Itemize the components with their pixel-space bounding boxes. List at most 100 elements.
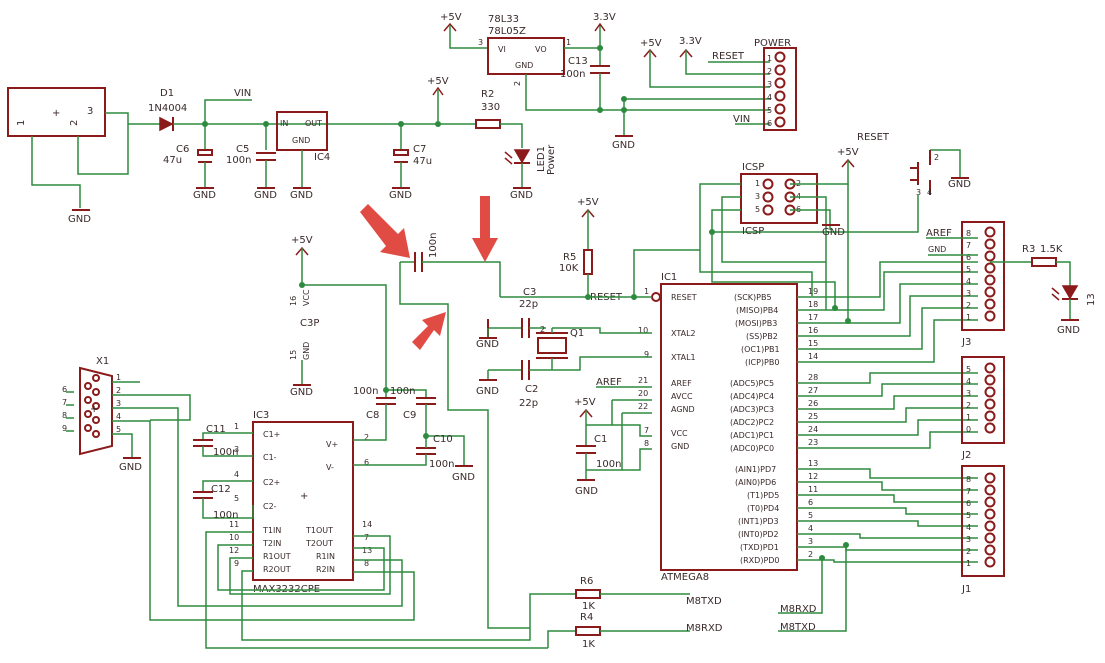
ic3-max3232: C1+ C1- C2+ C2- V+ V- T1IN T2IN R1OUT R2… — [252, 421, 354, 581]
gnd-label: GND — [254, 190, 277, 201]
svg-text:9: 9 — [62, 424, 67, 433]
ic3-r1out-pin: R1OUT — [263, 552, 291, 561]
gnd-label: GND — [452, 472, 475, 483]
svg-text:3: 3 — [478, 38, 483, 47]
svg-text:2: 2 — [116, 386, 121, 395]
aref-label: AREF — [926, 228, 952, 239]
c8-val: 100n — [353, 386, 378, 397]
svg-text:8: 8 — [644, 439, 649, 448]
j2-label: J2 — [961, 450, 971, 461]
dc-jack: + 1 2 3 — [7, 87, 106, 137]
pin15-label: 15 — [289, 350, 298, 360]
annotation-arrow-1 — [360, 204, 410, 258]
svg-text:22: 22 — [638, 402, 648, 411]
pc3-pin: (ADC3)PC3 — [730, 405, 774, 414]
svg-text:14: 14 — [808, 352, 818, 361]
svg-text:5: 5 — [116, 425, 121, 434]
svg-text:3: 3 — [966, 389, 971, 398]
svg-text:1: 1 — [116, 373, 121, 382]
svg-text:6: 6 — [966, 253, 971, 262]
r4-label: R4 — [580, 612, 593, 623]
svg-text:17: 17 — [808, 313, 818, 322]
ic1-right-pins: (SCK)PB5 (MISO)PB4 (MOSI)PB3 (SS)PB2 (OC… — [730, 293, 780, 565]
r5-val: 10K — [559, 263, 579, 274]
pd1-pin: (TXD)PD1 — [740, 543, 779, 552]
reset-net-label: RESET — [712, 51, 745, 62]
gnd-label: GND — [476, 339, 499, 350]
ic4-out-pin: OUT — [305, 119, 322, 128]
svg-text:12: 12 — [229, 546, 239, 555]
ic3-r2in-pin: R2IN — [316, 565, 335, 574]
svg-text:6: 6 — [62, 385, 67, 394]
svg-text:7: 7 — [644, 426, 649, 435]
gnd-label: GND — [68, 214, 91, 225]
ic3-c1p-pin: C1+ — [263, 430, 280, 439]
r6-val: 1K — [582, 601, 595, 612]
svg-text:15: 15 — [808, 339, 818, 348]
svg-text:20: 20 — [638, 389, 648, 398]
svg-text:28: 28 — [808, 373, 818, 382]
reg-78l33: VI VO GND — [487, 37, 565, 75]
svg-text:19: 19 — [808, 287, 818, 296]
gnd-label: GND — [612, 140, 635, 151]
c2-val: 22p — [519, 398, 538, 409]
j1-header: 87 65 43 21 — [961, 465, 1005, 577]
ic1-agnd-pin: AGND — [671, 405, 695, 414]
svg-text:25: 25 — [808, 412, 818, 421]
svg-text:5: 5 — [966, 365, 971, 374]
db9-connector-x1: + — [79, 366, 113, 456]
ic3-r1in-pin: R1IN — [316, 552, 335, 561]
plus5v-label: +5V — [574, 397, 596, 408]
svg-text:11: 11 — [808, 485, 818, 494]
q1-label: Q1 — [570, 328, 584, 339]
svg-text:+: + — [90, 404, 98, 415]
pc2-pin: (ADC2)PC2 — [730, 418, 774, 427]
svg-text:3: 3 — [808, 537, 813, 546]
p3v3-label: 3.3V — [593, 12, 616, 23]
ic1-aref-pin: AREF — [671, 379, 692, 388]
c3-label: C3 — [523, 287, 536, 298]
r3-val: 1.5K — [1040, 244, 1063, 255]
svg-text:6: 6 — [808, 498, 813, 507]
ic1-gnd-pin: GND — [671, 442, 689, 451]
svg-text:2: 2 — [966, 401, 971, 410]
svg-text:2: 2 — [513, 81, 522, 86]
vin-label-hdr: VIN — [733, 114, 750, 125]
c1-label: C1 — [594, 434, 607, 445]
c1-val: 100n — [596, 459, 621, 470]
gnd-label: GND — [476, 386, 499, 397]
pb3-pin: (MOSI)PB3 — [735, 319, 777, 328]
svg-text:+: + — [300, 491, 308, 502]
x1-label: X1 — [96, 356, 109, 367]
svg-text:1: 1 — [966, 413, 971, 422]
ic4-label: IC4 — [314, 152, 330, 163]
svg-text:13: 13 — [808, 459, 818, 468]
pc4-pin: (ADC4)PC4 — [730, 392, 774, 401]
svg-text:4: 4 — [116, 412, 121, 421]
ic1-reset-pin: RESET — [671, 293, 697, 302]
pd6-pin: (AIN0)PD6 — [735, 478, 776, 487]
svg-text:1: 1 — [966, 313, 971, 322]
reg-gnd-pin: GND — [515, 61, 533, 70]
j3-label: J3 — [961, 337, 971, 348]
reg-vi-pin: VI — [498, 45, 506, 54]
pb0-pin: (ICP)PB0 — [745, 358, 779, 367]
svg-text:6: 6 — [767, 119, 772, 128]
j3-header: 87 65 43 21 — [961, 221, 1005, 331]
ic1-label: IC1 — [661, 272, 677, 283]
icsp-bottom-label: ICSP — [742, 226, 764, 237]
pb1-pin: (OC1)PB1 — [741, 345, 780, 354]
plus5v-label: +5V — [577, 197, 599, 208]
c10-label: C10 — [433, 434, 453, 445]
svg-text:2: 2 — [966, 547, 971, 556]
svg-text:1: 1 — [767, 54, 772, 63]
svg-text:1: 1 — [755, 179, 760, 188]
svg-text:1: 1 — [966, 559, 971, 568]
svg-text:+: + — [52, 108, 60, 119]
c5-val: 100n — [226, 155, 251, 166]
m8rxd-label: M8RXD — [686, 623, 723, 634]
svg-text:1: 1 — [16, 120, 27, 126]
svg-text:5: 5 — [767, 106, 772, 115]
svg-text:12: 12 — [808, 472, 818, 481]
